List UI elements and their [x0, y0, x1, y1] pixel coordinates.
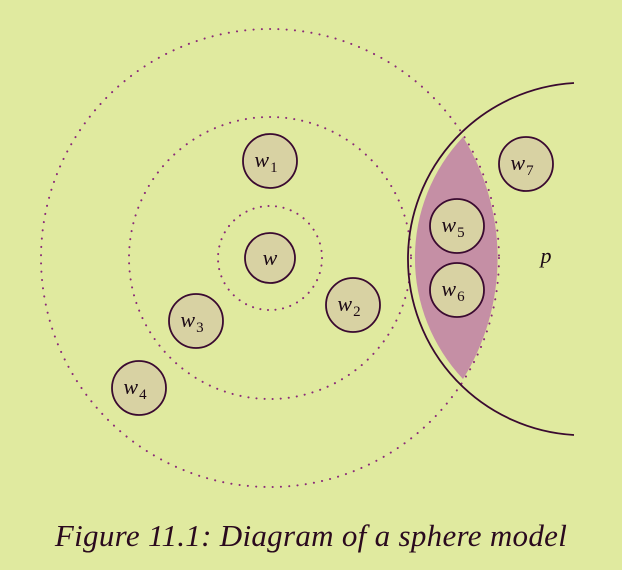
svg-text:w6: w6 [441, 276, 465, 305]
svg-text:w3: w3 [180, 307, 203, 336]
svg-text:w2: w2 [337, 291, 360, 320]
world-node-w1: w1 [242, 133, 298, 189]
proposition-label-p: p [539, 243, 552, 268]
world-node-w7: w7 [498, 136, 554, 192]
proposition-arc [407, 82, 575, 436]
svg-text:w1: w1 [254, 147, 277, 176]
svg-text:w4: w4 [123, 374, 147, 403]
intersection-lens [414, 137, 498, 379]
svg-text:w: w [263, 245, 278, 270]
svg-text:w7: w7 [510, 150, 534, 179]
sphere-outer-dotted [40, 28, 500, 488]
sphere-middle-dotted [128, 116, 412, 400]
world-node-w4: w4 [111, 360, 167, 416]
world-node-w5: w5 [429, 198, 485, 254]
world-node-w6: w6 [429, 262, 485, 318]
figure-caption: Figure 11.1: Diagram of a sphere model [54, 518, 568, 553]
world-node-w3: w3 [168, 293, 224, 349]
svg-text:w5: w5 [441, 212, 464, 241]
sphere-inner-dotted [217, 205, 323, 311]
world-node-w2: w2 [325, 277, 381, 333]
world-node-w: w [244, 232, 296, 284]
